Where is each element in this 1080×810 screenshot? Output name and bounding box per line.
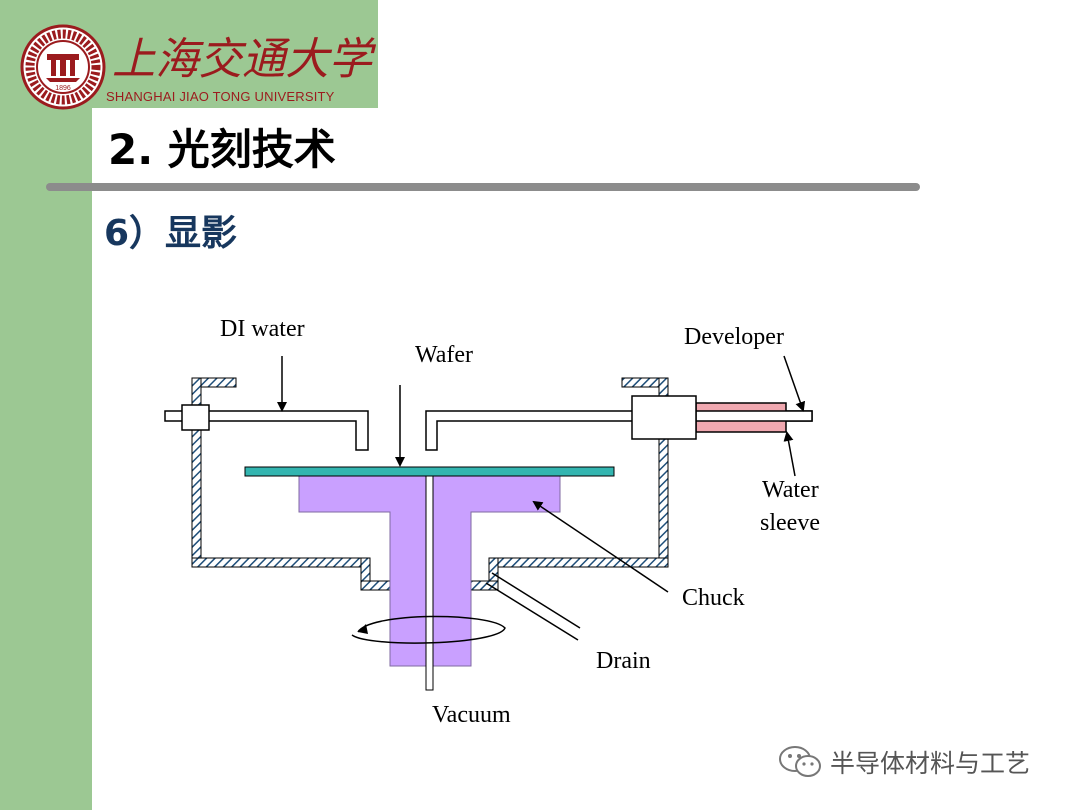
left-sidebar-band — [0, 0, 92, 810]
developer-nozzle — [425, 395, 813, 451]
label-water: Water — [762, 477, 819, 503]
label-di-water: DI water — [220, 316, 305, 342]
label-sleeve: sleeve — [760, 510, 820, 536]
label-vacuum: Vacuum — [432, 702, 511, 728]
wechat-icon — [779, 746, 821, 777]
developer-arrow — [783, 355, 806, 412]
watermark-text: 半导体材料与工艺 — [830, 749, 1031, 778]
label-developer: Developer — [684, 324, 784, 350]
water-sleeve-arrow — [783, 431, 796, 477]
vacuum-line — [425, 475, 434, 691]
chuck-arrow — [532, 500, 669, 593]
label-wafer: Wafer — [415, 342, 473, 368]
university-name-cn: 上海交通大学 — [112, 34, 376, 85]
university-chinese-logotype: 上海交通大学 — [112, 34, 376, 85]
title-divider — [46, 183, 920, 191]
wafer — [244, 466, 615, 477]
university-seal-logo: 1896 — [20, 24, 106, 110]
label-chuck: Chuck — [682, 585, 745, 611]
slide-title: 2. 光刻技术 — [108, 125, 336, 174]
drain-pipe — [485, 572, 581, 641]
university-name-en: SHANGHAI JIAO TONG UNIVERSITY — [106, 89, 335, 104]
rotation-arrow — [351, 615, 506, 644]
seal-year: 1896 — [55, 85, 71, 92]
slide-subtitle: 6）显影 — [104, 213, 238, 254]
watermark: 半导体材料与工艺 — [778, 744, 1030, 780]
label-drain: Drain — [596, 648, 651, 674]
di-water-nozzle — [164, 404, 369, 451]
